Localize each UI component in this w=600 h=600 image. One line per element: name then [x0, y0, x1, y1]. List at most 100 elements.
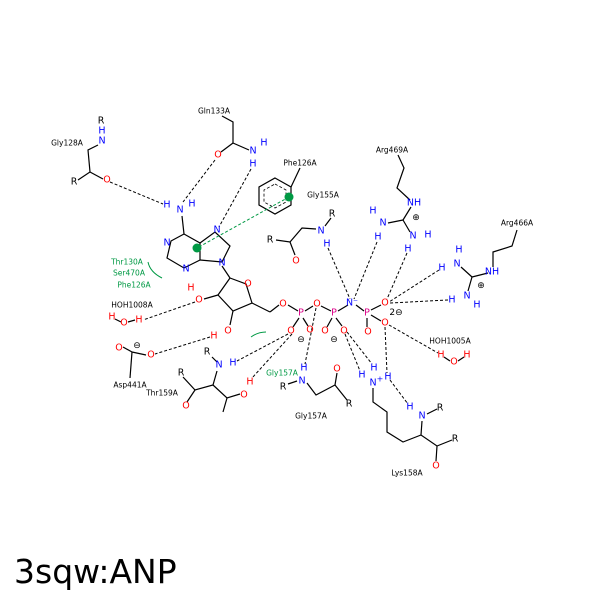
atom-label: O [340, 326, 347, 337]
atom-label: H [108, 312, 115, 323]
atom-label: R [280, 382, 287, 393]
atom-label: N [182, 264, 189, 275]
atom-label: O [103, 175, 110, 186]
atom-label: ⊖ [133, 341, 141, 351]
atom-label: O [450, 357, 457, 368]
atom-label: H [384, 372, 391, 383]
residue-labels: Gly128A Gln133A Phe126A Gly155A Arg469A … [51, 107, 534, 478]
residue-label-gly157: Gly157A [295, 412, 328, 421]
residue-label-thr159: Thr159A [145, 389, 179, 398]
atom-label: ⊖ [330, 335, 338, 345]
hydrophobic-label-thr130: Thr130A [110, 258, 144, 267]
atom-label: H [369, 206, 376, 217]
atom-label: N [298, 376, 305, 387]
atom-label: H [323, 239, 330, 250]
atom-label: H [448, 295, 455, 306]
atom-label: N [215, 360, 222, 371]
atom-label: R [452, 434, 459, 445]
atom-label: O [240, 390, 247, 401]
atom-label: 2⊖ [389, 308, 402, 318]
atom-label: H [188, 199, 195, 210]
residue-label-arg466: Arg466A [501, 219, 534, 228]
atom-label: N [249, 146, 256, 157]
atom-label: R [267, 235, 274, 246]
atom-label: R [178, 368, 185, 379]
atom-label: NH [485, 267, 499, 278]
atom-label: O [321, 326, 328, 337]
atom-label: O [364, 327, 371, 338]
atom-label: O [115, 343, 122, 354]
residue-label-gln133: Gln133A [198, 107, 231, 116]
atom-label: N [409, 231, 416, 242]
atom-label: ⊖ [297, 335, 305, 345]
atom-label: H [135, 315, 142, 326]
atom-label: P [298, 308, 304, 319]
hydrogen-bonds [109, 159, 449, 405]
residue-label-lys158: Lys158A [391, 469, 423, 478]
residue-label-gly128: Gly128A [51, 139, 84, 148]
atom-label: R [204, 347, 211, 358]
atom-label: H [463, 350, 470, 361]
ring-centroid-adenine [192, 243, 202, 253]
diagram-title: 3sqw:ANP [14, 552, 177, 591]
atom-label: H [300, 363, 307, 374]
atom-label: H [374, 232, 381, 243]
atom-label: N [317, 226, 324, 237]
hydrophobic-label-ser470: Ser470A [113, 269, 146, 278]
hydrophobic-arc [147, 261, 163, 279]
atom-label: N [418, 411, 425, 422]
atom-label: R [71, 177, 78, 188]
atom-label: H [473, 300, 480, 311]
atom-label: ⊕ [412, 213, 420, 223]
atom-label: O [279, 299, 286, 310]
atom-label: H [438, 263, 445, 274]
atom-label: O [195, 295, 202, 306]
pi-stacking [147, 192, 294, 338]
atom-label: O [182, 401, 189, 412]
atom-label: N [369, 378, 376, 389]
residue-label-gly155: Gly155A [307, 191, 340, 200]
atom-label: O [120, 318, 127, 329]
atom-label: R [346, 399, 353, 410]
atom-label: O [381, 298, 388, 309]
atom-label: H [406, 402, 413, 413]
atom-label: H [163, 200, 170, 211]
atom-label: H [358, 370, 365, 381]
atom-label: N [176, 205, 183, 216]
atom-label: H [424, 230, 431, 241]
atom-label: R [329, 209, 336, 220]
atom-labels: N H H N N N N O O H O H O P O P N⁻ P O O… [71, 116, 499, 472]
atom-label: N [218, 258, 225, 269]
atom-label: ⊕ [477, 281, 485, 291]
atom-label: H [210, 331, 217, 342]
atom-label: N [213, 225, 220, 236]
hydrophobic-label-phe126: Phe126A [117, 281, 151, 290]
atom-label: O [244, 279, 251, 290]
atom-label: H [249, 159, 256, 170]
atom-label: R [98, 116, 105, 127]
atom-label: N [379, 218, 386, 229]
hydrophobic-arc-2 [250, 331, 267, 338]
bonds [77, 115, 518, 462]
atom-label: H [404, 244, 411, 255]
residue-label-hoh1008: HOH1008A [111, 301, 153, 310]
atom-label: H [187, 283, 194, 294]
atom-label: N [453, 259, 460, 270]
atom-label: O [306, 325, 313, 336]
atom-label: N [98, 136, 105, 147]
residue-label-phe126: Phe126A [283, 159, 317, 168]
atom-label: O [287, 326, 294, 337]
atom-label: P [331, 308, 337, 319]
atom-label: O [224, 326, 231, 337]
atom-label: O [292, 256, 299, 267]
ring-centroid-phe [284, 192, 294, 202]
residue-label-asp441: Asp441A [113, 381, 147, 390]
atom-label: H [229, 358, 236, 369]
atom-label: O [313, 299, 320, 310]
atom-label: H [246, 377, 253, 388]
atom-label: O [333, 364, 340, 375]
atom-label: NH [407, 198, 421, 209]
atom-label: H [260, 138, 267, 149]
atom-label: N [463, 291, 470, 302]
